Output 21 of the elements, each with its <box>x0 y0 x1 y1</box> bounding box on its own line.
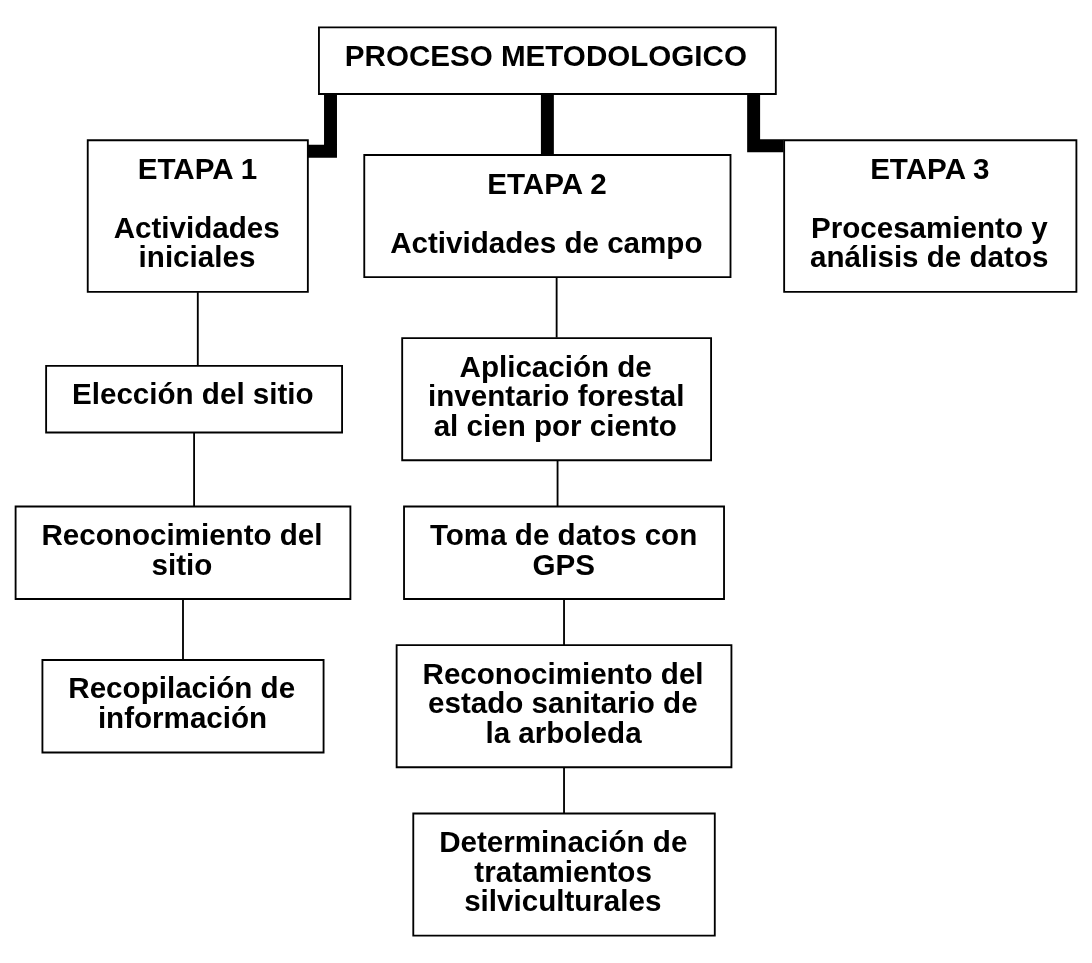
node-box: ETAPA 2 Actividades de campo <box>363 154 732 279</box>
connector <box>563 766 565 814</box>
node-box: Toma de datos con GPS <box>403 505 725 600</box>
connector <box>556 459 559 508</box>
connector <box>540 94 554 155</box>
node-box: Determinación de tratamientos silviculturales <box>412 812 716 937</box>
connector <box>193 431 195 507</box>
connector <box>555 276 558 339</box>
node-box: Reconocimiento del sitio <box>14 505 352 600</box>
connector <box>308 94 337 158</box>
node-box: Elección del sitio <box>45 364 343 434</box>
connector <box>196 291 199 367</box>
node-box: ETAPA 1 Actividades iniciales <box>86 139 309 293</box>
node-box: Aplicación de inventario forestal al cien por ciento <box>401 337 712 462</box>
node-box: PROCESO METODOLOGICO <box>318 26 777 95</box>
connector <box>747 94 784 153</box>
node-box: ETAPA 3 Procesamiento y análisis de datos <box>783 139 1078 293</box>
connector <box>182 598 184 661</box>
connector <box>563 598 565 646</box>
node-box: Reconocimiento del estado sanitario de la arboleda <box>395 644 733 769</box>
node-box: Recopilación de información <box>41 659 325 754</box>
